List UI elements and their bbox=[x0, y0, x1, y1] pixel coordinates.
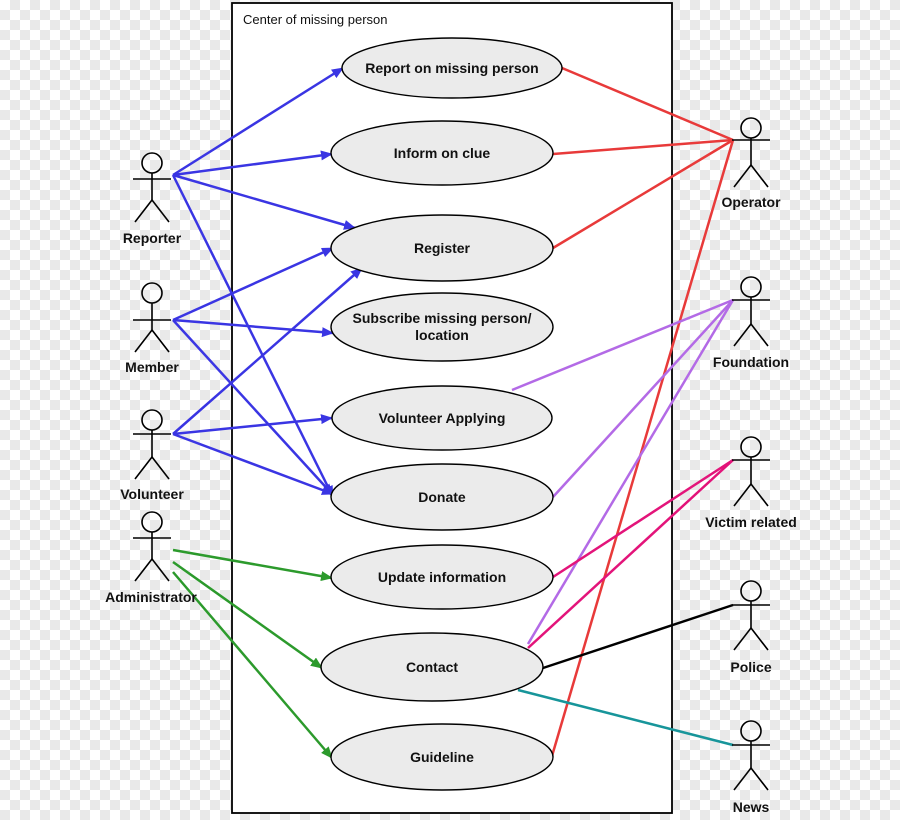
stick-figure-icon bbox=[732, 436, 770, 507]
actor-label: Operator bbox=[721, 194, 781, 210]
actor-label: Volunteer bbox=[120, 486, 184, 502]
use-case-ellipse bbox=[341, 37, 563, 99]
use-case-ellipse bbox=[330, 544, 554, 610]
use-case-ellipse bbox=[330, 723, 554, 791]
use-case-guideline[interactable]: Guideline bbox=[330, 723, 554, 791]
assoc-report-operator bbox=[561, 66, 734, 142]
associations bbox=[171, 66, 735, 759]
use-case-label: Donate bbox=[418, 489, 466, 505]
use-case-label: Register bbox=[414, 240, 471, 256]
assoc-reporter-report bbox=[172, 66, 344, 177]
actor-reporter[interactable]: Reporter bbox=[123, 152, 182, 246]
system-title: Center of missing person bbox=[243, 12, 388, 27]
use-case-report[interactable]: Report on missing person bbox=[341, 37, 563, 99]
actor-volunteer[interactable]: Volunteer bbox=[120, 409, 184, 502]
assoc-contact-news bbox=[517, 688, 734, 747]
use-case-label: Guideline bbox=[410, 749, 474, 765]
use-case-register[interactable]: Register bbox=[330, 214, 554, 282]
use-case-label: Contact bbox=[406, 659, 458, 675]
assoc-admin-contact bbox=[172, 560, 323, 670]
use-case-label: Volunteer Applying bbox=[379, 410, 506, 426]
stick-figure-icon bbox=[133, 152, 171, 223]
assoc-volunteer-register bbox=[172, 267, 363, 435]
use-case-ellipse bbox=[330, 292, 554, 362]
actor-label: Administrator bbox=[105, 589, 197, 605]
assoc-member-subscribe bbox=[172, 318, 334, 338]
use-case-label: Inform on clue bbox=[394, 145, 491, 161]
assoc-reporter-donate bbox=[171, 174, 335, 498]
assoc-contact-victim bbox=[527, 459, 734, 649]
use-case-donate[interactable]: Donate bbox=[330, 463, 554, 531]
stick-figure-icon bbox=[732, 276, 770, 347]
use-case-volunteer-applying[interactable]: Volunteer Applying bbox=[331, 385, 553, 451]
stick-figure-icon bbox=[133, 409, 171, 480]
stick-figure-icon bbox=[732, 117, 770, 188]
assoc-donate-foundation bbox=[552, 299, 734, 498]
assoc-reporter-register bbox=[172, 173, 356, 230]
stick-figure-icon bbox=[133, 511, 171, 582]
actor-label: Victim related bbox=[705, 514, 797, 530]
actor-label: Reporter bbox=[123, 230, 182, 246]
assoc-register-operator bbox=[552, 138, 734, 250]
use-case-subscribe[interactable]: Subscribe missing person/ location bbox=[330, 292, 554, 362]
assoc-update-victim bbox=[552, 458, 734, 579]
actor-foundation[interactable]: Foundation bbox=[713, 276, 789, 370]
use-case-ellipse bbox=[320, 632, 544, 702]
use-case-ellipse bbox=[330, 120, 554, 186]
assoc-member-donate bbox=[172, 319, 334, 496]
assoc-admin-guideline bbox=[172, 571, 333, 759]
assoc-contact-foundation bbox=[526, 299, 735, 645]
stick-figure-icon bbox=[133, 282, 171, 353]
use-case-inform[interactable]: Inform on clue bbox=[330, 120, 554, 186]
actor-label: Police bbox=[730, 659, 771, 675]
use-case-ellipse bbox=[331, 385, 553, 451]
assoc-contact-police bbox=[542, 603, 734, 670]
actor-victim-related[interactable]: Victim related bbox=[705, 436, 797, 530]
use-case-contact[interactable]: Contact bbox=[320, 632, 544, 702]
assoc-guideline-operator bbox=[550, 139, 735, 757]
use-case-update[interactable]: Update information bbox=[330, 544, 554, 610]
actor-police[interactable]: Police bbox=[730, 580, 772, 675]
use-case-label: Report on missing person bbox=[365, 60, 538, 76]
actor-administrator[interactable]: Administrator bbox=[105, 511, 197, 605]
assoc-volunteer-applying bbox=[172, 414, 333, 436]
use-case-label: Update information bbox=[378, 569, 506, 585]
assoc-applying-foundation bbox=[511, 298, 734, 392]
assoc-volunteer-donate bbox=[172, 432, 334, 496]
actor-label: Member bbox=[125, 359, 179, 375]
assoc-reporter-inform bbox=[172, 150, 333, 177]
stick-figure-icon bbox=[732, 720, 770, 791]
use-case-ellipse bbox=[330, 214, 554, 282]
actor-news[interactable]: News bbox=[732, 720, 770, 815]
stick-figure-icon bbox=[732, 580, 770, 651]
actor-operator[interactable]: Operator bbox=[721, 117, 781, 210]
actor-label: News bbox=[733, 799, 770, 815]
use-case-label-line2: location bbox=[415, 327, 469, 343]
assoc-inform-operator bbox=[552, 138, 734, 156]
use-case-label-line1: Subscribe missing person/ bbox=[353, 310, 532, 326]
actor-member[interactable]: Member bbox=[125, 282, 179, 375]
assoc-admin-update bbox=[172, 548, 333, 582]
actor-label: Foundation bbox=[713, 354, 789, 370]
use-case-ellipse bbox=[330, 463, 554, 531]
assoc-member-register bbox=[172, 246, 334, 322]
